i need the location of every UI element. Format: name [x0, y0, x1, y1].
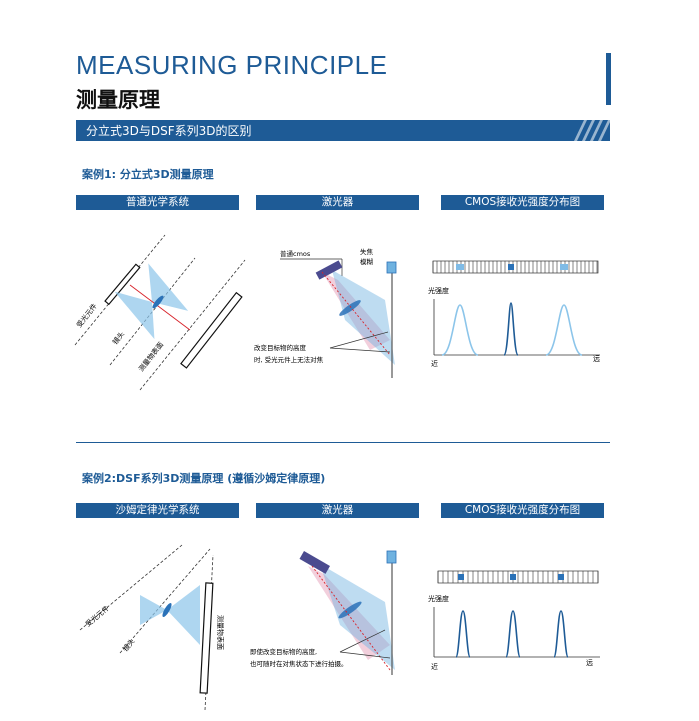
case2-lens [162, 602, 172, 618]
case1-peak-near [441, 304, 479, 356]
case1-laser-dash [321, 271, 391, 356]
case1-strip-ticks [432, 261, 598, 273]
case1-note-1: 改变目标物的高度 [254, 343, 307, 352]
page-title-en: MEASURING PRINCIPLE [76, 50, 388, 80]
case1-header-cmos: CMOS接收光强度分布图 [441, 195, 604, 210]
case2-peak-far [553, 610, 569, 658]
case1-sensor-label: 受光元件 [74, 302, 98, 330]
case1-strip-spot-2 [508, 264, 514, 270]
page-title-cn: 测量原理 [76, 88, 160, 112]
case1-pink-beam [322, 272, 390, 350]
case2-note-leader-2 [339, 651, 391, 659]
case1-lens-label: 镜头 [110, 330, 126, 347]
case1-header-laser: 激光器 [256, 195, 419, 210]
case2-header-laser: 激光器 [256, 503, 419, 518]
case1-laser-lens [339, 300, 361, 316]
case2-header-cmos: CMOS接收光强度分布图 [441, 503, 604, 518]
case1-strip-spot-3 [560, 264, 568, 270]
case1-beam-left [114, 291, 155, 340]
section-banner [76, 120, 610, 141]
case2-strip-ticks [437, 571, 599, 583]
case1-intensity-chart: 光强度 近 远 [428, 260, 600, 368]
case2-lens-plane [119, 548, 211, 654]
case2-note-2: 也可随时在对焦状态下进行拍摄。 [250, 659, 348, 668]
case2-laser-lens [338, 601, 362, 619]
case2-note-1: 即使改变目标物的高度, [250, 647, 317, 656]
case2-target-ruler [199, 582, 214, 694]
case1-strip-spot-1 [456, 264, 464, 270]
case1-note-leader [329, 331, 389, 349]
case1-target-label: 测量物表面 [136, 340, 165, 373]
case2-peak-near [455, 610, 471, 658]
case1-cmos-sensor [315, 260, 343, 280]
case1-header-optics: 普通光学系统 [76, 195, 239, 210]
case1-ylabel: 光强度 [428, 286, 449, 295]
case1-lens-plane [109, 257, 196, 366]
case2-laser-emitter [386, 550, 397, 564]
case2-strip-spot-1 [458, 574, 464, 580]
case1-note-2: 时, 受光元件上无法对焦 [254, 355, 324, 364]
case1-near-label: 近 [431, 359, 438, 368]
case2-near-label: 近 [431, 662, 438, 671]
case1-optics-diagram: 受光元件 镜头 测量物表面 [74, 234, 246, 391]
case1-laser-diagram: 普通cmos 失焦 模糊 改变目标物的高度 时, 受光元件上无法对焦 [254, 247, 397, 378]
accent-bar [606, 53, 611, 105]
case2-note-leader [339, 629, 386, 653]
case2-title: 案例2:DSF系列3D测量原理 (遵循沙姆定律原理) [82, 472, 326, 485]
section-divider [76, 442, 610, 443]
case1-blue-beam [332, 270, 395, 365]
case1-blur-label-2: 模糊 [360, 257, 374, 266]
case1-blur-label-1: 失焦 [360, 247, 374, 256]
case2-ylabel: 光强度 [428, 594, 449, 603]
case2-header-optics: 沙姆定律光学系统 [76, 503, 239, 518]
case2-sensor-plane [79, 544, 183, 631]
case2-strip-spot-2 [510, 574, 516, 580]
case2-laser-dash [311, 565, 391, 671]
case1-sensor-bar [104, 263, 141, 306]
case1-title: 案例1: 分立式3D测量原理 [82, 168, 214, 181]
case1-peak-far [545, 304, 583, 356]
case2-sensor-label: 受光元件 [84, 604, 111, 629]
case2-strip-spot-3 [558, 574, 564, 580]
section-banner-text: 分立式3D与DSF系列3D的区别 [86, 124, 252, 138]
case2-beam-right [167, 585, 200, 645]
case2-laser-diagram: 即使改变目标物的高度, 也可随时在对焦状态下进行拍摄。 [250, 550, 397, 675]
case2-optics-diagram: 受光元件 镜头 测量物表面 [79, 544, 225, 711]
case2-cmos-sensor [299, 551, 330, 574]
case1-laser-emitter [386, 261, 397, 274]
case2-intensity-chart: 光强度 近 远 [428, 570, 600, 671]
case1-target-plane [139, 259, 246, 391]
case1-axis-line [129, 284, 191, 331]
case1-target-ruler [180, 291, 243, 369]
case2-lens-label: 镜头 [121, 637, 137, 654]
case2-far-label: 远 [586, 659, 593, 667]
case1-note-leader-2 [329, 347, 391, 353]
case1-cmos-label: 普通cmos [280, 249, 311, 258]
case2-blue-beam [320, 564, 395, 670]
case1-lens [152, 295, 164, 309]
case2-target-label: 测量物表面 [216, 615, 225, 650]
banner-stripes [574, 120, 610, 141]
case1-far-label: 远 [593, 355, 600, 363]
case2-beam-left [140, 595, 167, 625]
case1-peak-mid [503, 302, 519, 356]
case2-peak-mid [505, 610, 521, 658]
